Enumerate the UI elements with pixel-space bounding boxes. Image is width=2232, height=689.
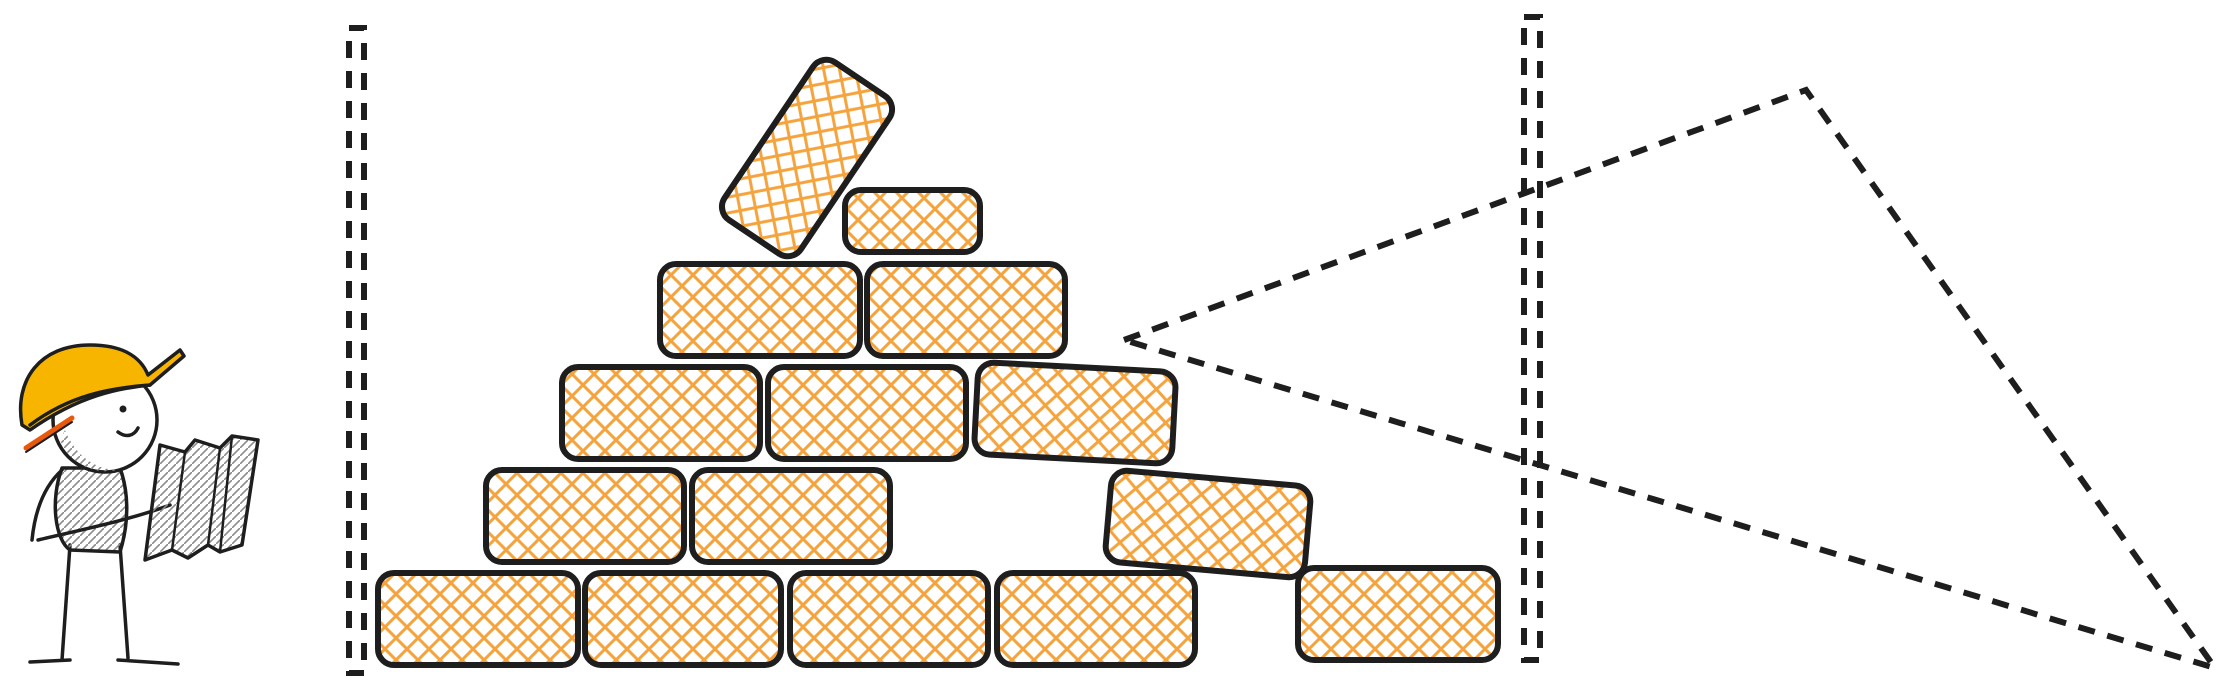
blueprint-icon: [143, 434, 260, 562]
brick-row2-2: [689, 467, 893, 565]
brick-top: [842, 187, 983, 255]
dashed-plan-triangle: [1114, 86, 2223, 674]
brick-row1-3: [787, 570, 991, 668]
brick-row3-3: [971, 359, 1179, 467]
builder-smile: [116, 426, 140, 438]
brick-row4-2: [864, 261, 1068, 359]
builder-legs: [28, 543, 180, 666]
builder-eye: [119, 405, 127, 413]
right-scaffold-post: [1521, 14, 1543, 663]
brick-row2-1: [483, 467, 687, 565]
brick-pyramid: [375, 56, 1501, 668]
brick-row2-fallen: [1102, 467, 1314, 581]
brick-tilted: [718, 56, 896, 260]
brick-row3-1: [559, 364, 763, 462]
brick-row4-1: [657, 261, 863, 359]
brick-row1-2: [582, 570, 784, 668]
brick-row1-4: [994, 570, 1198, 668]
left-scaffold-post: [346, 25, 367, 676]
builder-figure: [18, 343, 260, 666]
brick-row3-2: [765, 364, 969, 462]
pencil-icon: [23, 415, 75, 451]
builder-body: [53, 466, 129, 554]
brick-row1-1: [375, 570, 581, 668]
hard-hat-icon: [18, 343, 186, 432]
brick-row1-fallen: [1295, 565, 1501, 663]
